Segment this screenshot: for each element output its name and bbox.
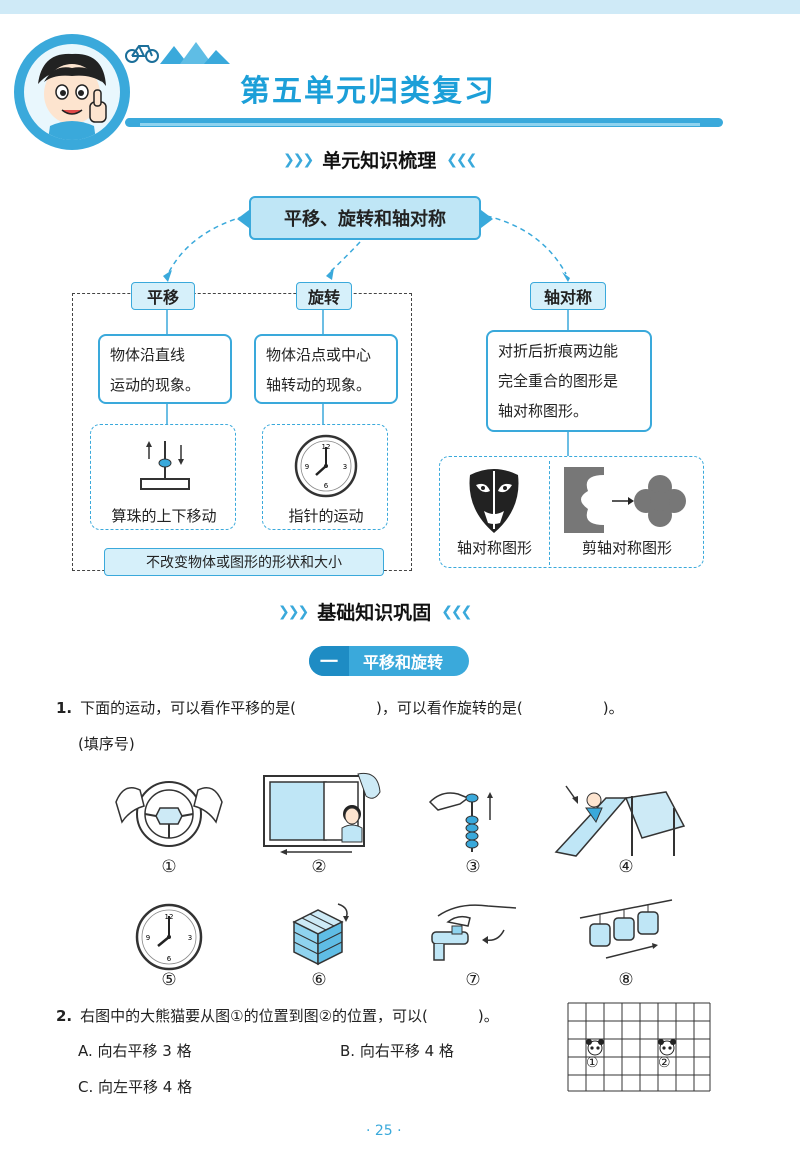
steering-wheel-icon [115, 781, 223, 847]
option-label: ⑥ [311, 970, 327, 990]
question-1: 1. 下面的运动，可以看作平移的是( )，可以看作旋转的是( )。 [56, 697, 624, 718]
question-number: 2. [56, 1007, 73, 1025]
boy-thumbs-up-avatar [14, 34, 130, 150]
question-text: 右图中的大熊猫要从图①的位置到图②的位置，可以( [80, 1007, 428, 1025]
tag-translation: 平移 [131, 282, 195, 310]
sliding-window-icon [263, 772, 381, 855]
clock-icon: 12 3 6 9 [294, 434, 358, 498]
abacus-bead-icon [140, 441, 190, 490]
option-label: ① [161, 857, 177, 877]
definition-line: 完全重合的图形是 [498, 372, 619, 390]
shared-property-note: 不改变物体或图形的形状和大小 [104, 548, 384, 576]
header-band [0, 0, 800, 14]
header-underline-highlight [140, 123, 700, 126]
question-text: )，可以看作旋转的是( [376, 699, 523, 717]
option-a[interactable]: A. 向右平移 3 格 [78, 1042, 192, 1060]
panda-icon [586, 1039, 604, 1056]
svg-text:6: 6 [167, 955, 172, 963]
section-title-text: 基础知识巩固 [317, 602, 432, 624]
tag-symmetry: 轴对称 [530, 282, 606, 310]
question-text: 下面的运动，可以看作平移的是( [80, 699, 296, 717]
definition-line: 物体沿点或中心 [266, 346, 372, 364]
subsection-label: 平移和旋转 [363, 653, 444, 672]
rotation-example-box: 12 3 6 9 指针的运动 [262, 424, 388, 530]
faucet-icon [431, 904, 517, 961]
option-label: ④ [618, 857, 634, 877]
symmetry-caption-right: 剪轴对称图形 [581, 539, 672, 557]
option-label: ② [311, 857, 327, 877]
section-title-text: 单元知识梳理 [322, 150, 437, 172]
symmetry-definition: 对折后折痕两边能 完全重合的图形是 轴对称图形。 [486, 330, 652, 432]
svg-text:9: 9 [305, 463, 309, 471]
abacus-finger-icon [428, 792, 493, 852]
rotation-definition: 物体沿点或中心 轴转动的现象。 [254, 334, 398, 404]
chevron-right-icon: ❯❯❯ [283, 151, 314, 168]
translation-definition: 物体沿直线 运动的现象。 [98, 334, 232, 404]
option-label: ③ [465, 857, 481, 877]
rotation-caption: 指针的运动 [288, 507, 364, 525]
section-title-knowledge: ❯❯❯ 单元知识梳理 ❮❮❮ [283, 146, 477, 173]
definition-line: 轴对称图形。 [498, 402, 589, 420]
svg-text:9: 9 [146, 934, 150, 942]
definition-line: 运动的现象。 [110, 376, 201, 394]
symmetry-caption-left: 轴对称图形 [456, 539, 532, 557]
paper-cut-icon [564, 467, 686, 533]
question-text: )。 [602, 699, 624, 717]
clock-icon: 12 3 6 9 [135, 903, 203, 971]
opera-mask-icon [469, 469, 519, 533]
chevron-left-icon: ❮❮❮ [441, 603, 472, 620]
svg-text:3: 3 [343, 463, 347, 471]
chevron-right-icon: ❯❯❯ [278, 603, 309, 620]
definition-line: 对折后折痕两边能 [498, 342, 619, 360]
translation-caption: 算珠的上下移动 [111, 507, 217, 525]
subsection-pill: 一 平移和旋转 [309, 646, 469, 676]
definition-line: 物体沿直线 [110, 346, 186, 364]
translation-example-box: 算珠的上下移动 [90, 424, 236, 530]
cable-car-icon [579, 899, 673, 959]
subsection-number: 一 [309, 646, 349, 676]
question-text: )。 [477, 1007, 499, 1025]
mindmap-root: 平移、旋转和轴对称 [237, 196, 493, 240]
rubiks-cube-icon [292, 903, 349, 966]
divider [549, 461, 550, 565]
header-underline [125, 118, 723, 127]
section-title-basic: ❯❯❯ 基础知识巩固 ❮❮❮ [278, 598, 472, 625]
question-number: 1. [56, 699, 73, 717]
definition-line: 轴转动的现象。 [266, 376, 372, 394]
svg-text:3: 3 [188, 934, 192, 942]
question-2: 2. 右图中的大熊猫要从图①的位置到图②的位置，可以( )。 [56, 1005, 499, 1026]
option-label: ⑦ [465, 970, 481, 990]
chevron-left-icon: ❮❮❮ [446, 151, 477, 168]
option-b[interactable]: B. 向右平移 4 格 [340, 1042, 454, 1060]
slide-icon [554, 785, 686, 857]
grid-label-1: ① [586, 1055, 599, 1071]
tag-rotation: 旋转 [296, 282, 352, 310]
question-1-note: (填序号) [78, 735, 135, 753]
option-c[interactable]: C. 向左平移 4 格 [78, 1078, 193, 1096]
grid-label-2: ② [658, 1055, 671, 1071]
panda-icon [658, 1039, 676, 1056]
option-label: ⑤ [161, 970, 177, 990]
unit-title: 第五单元归类复习 [240, 74, 496, 109]
mountains-icon [160, 42, 230, 64]
symmetry-example-box: 轴对称图形 剪轴对称图形 [439, 456, 704, 568]
option-label: ⑧ [618, 970, 634, 990]
page-number: · 25 · [366, 1123, 402, 1139]
bicycle-icon [125, 45, 159, 63]
panda-grid [567, 1002, 711, 1092]
svg-text:6: 6 [324, 482, 329, 490]
